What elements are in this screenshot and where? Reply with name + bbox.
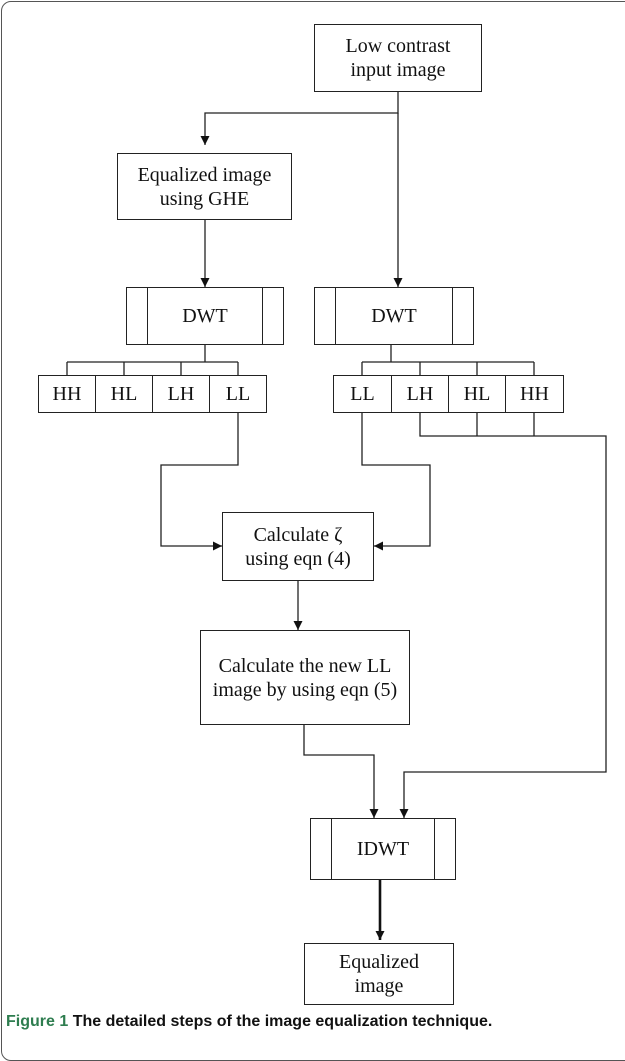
new-ll-line1: Calculate the new LL (218, 654, 392, 677)
output-line1: Equalized (339, 951, 419, 973)
band-left-2: HL (95, 375, 153, 413)
flow-connectors (66, 92, 607, 940)
calc-zeta-line1: Calculate ζ (253, 523, 343, 546)
connector-dwt-right-bands (361, 345, 535, 375)
connector-high-bands-idwt (399, 413, 607, 818)
band-right-1: LL (333, 375, 392, 413)
connector-newll-idwt (303, 725, 379, 818)
dwt-right-node: DWT (314, 287, 474, 345)
new-ll-node: Calculate the new LL image by using eqn … (200, 630, 410, 725)
dwt-left-label: DWT (182, 305, 228, 327)
connector-input-split (200, 92, 399, 145)
band-right-2: LH (391, 375, 449, 413)
ghe-node: Equalized image using GHE (117, 153, 292, 220)
connector-ll-left-zeta (160, 413, 239, 551)
output-node: Equalized image (304, 943, 454, 1005)
input-node-line1: Low contrast (345, 35, 451, 57)
input-node: Low contrast input image (314, 24, 482, 92)
calc-zeta-line2: using eqn (4) (245, 547, 351, 570)
ghe-node-line1: Equalized image (137, 163, 272, 186)
band-right-3: HL (448, 375, 506, 413)
input-node-line2: input image (350, 59, 446, 81)
band-left-1: HH (38, 375, 96, 413)
band-left-3: LH (152, 375, 210, 413)
idwt-node: IDWT (310, 818, 456, 880)
figure-caption: Figure 1 The detailed steps of the image… (6, 1011, 606, 1032)
band-right-4: HH (505, 375, 564, 413)
band-left-4: LL (209, 375, 267, 413)
new-ll-line2: image by using eqn (5) (212, 678, 398, 701)
dwt-right-label: DWT (371, 305, 417, 327)
calc-zeta-node: Calculate ζ using eqn (4) (222, 512, 374, 581)
caption-text: The detailed steps of the image equaliza… (72, 1013, 493, 1030)
dwt-left-node: DWT (126, 287, 284, 345)
connector-dwt-left-bands (66, 345, 239, 375)
ghe-node-line2: using GHE (159, 187, 250, 210)
caption-label: Figure 1 (6, 1013, 69, 1030)
idwt-label: IDWT (356, 838, 410, 860)
connector-ll-right-zeta (361, 413, 431, 551)
output-line2: image (354, 975, 404, 997)
